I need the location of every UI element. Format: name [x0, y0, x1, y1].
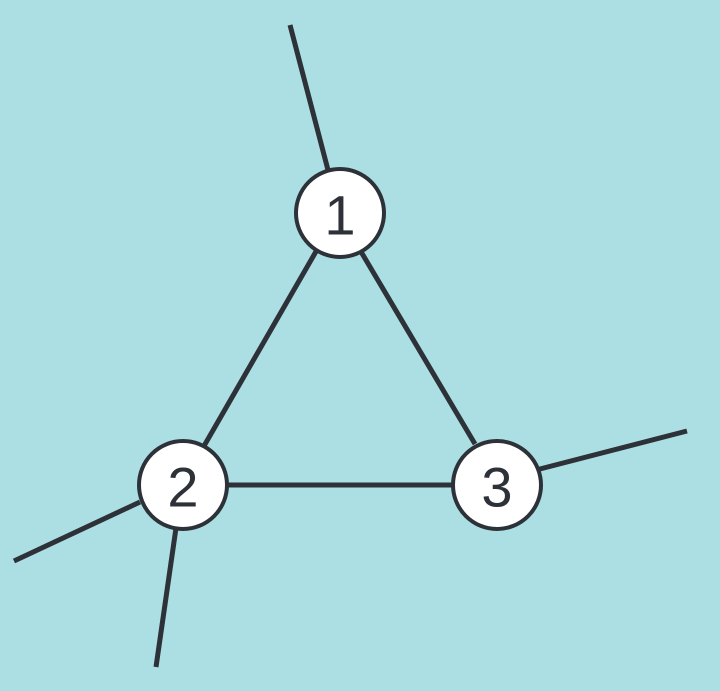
node-3: 3 [451, 439, 543, 531]
edge-1-3 [357, 248, 478, 446]
dangling-edge-node-3 [535, 428, 688, 473]
node-1-label: 1 [324, 184, 355, 247]
dangling-edge-node-1 [287, 24, 331, 171]
node-3-label: 3 [481, 456, 512, 519]
node-1-circle [294, 167, 386, 259]
edge-1-2 [201, 246, 321, 448]
node-2-label: 2 [167, 456, 198, 519]
node-3-circle [451, 439, 543, 531]
node-1: 1 [294, 167, 386, 259]
dangling-edge-node-2-down [153, 527, 179, 668]
dangling-edge-node-2-left [12, 499, 142, 564]
node-2: 2 [137, 439, 229, 531]
node-2-circle [137, 439, 229, 531]
